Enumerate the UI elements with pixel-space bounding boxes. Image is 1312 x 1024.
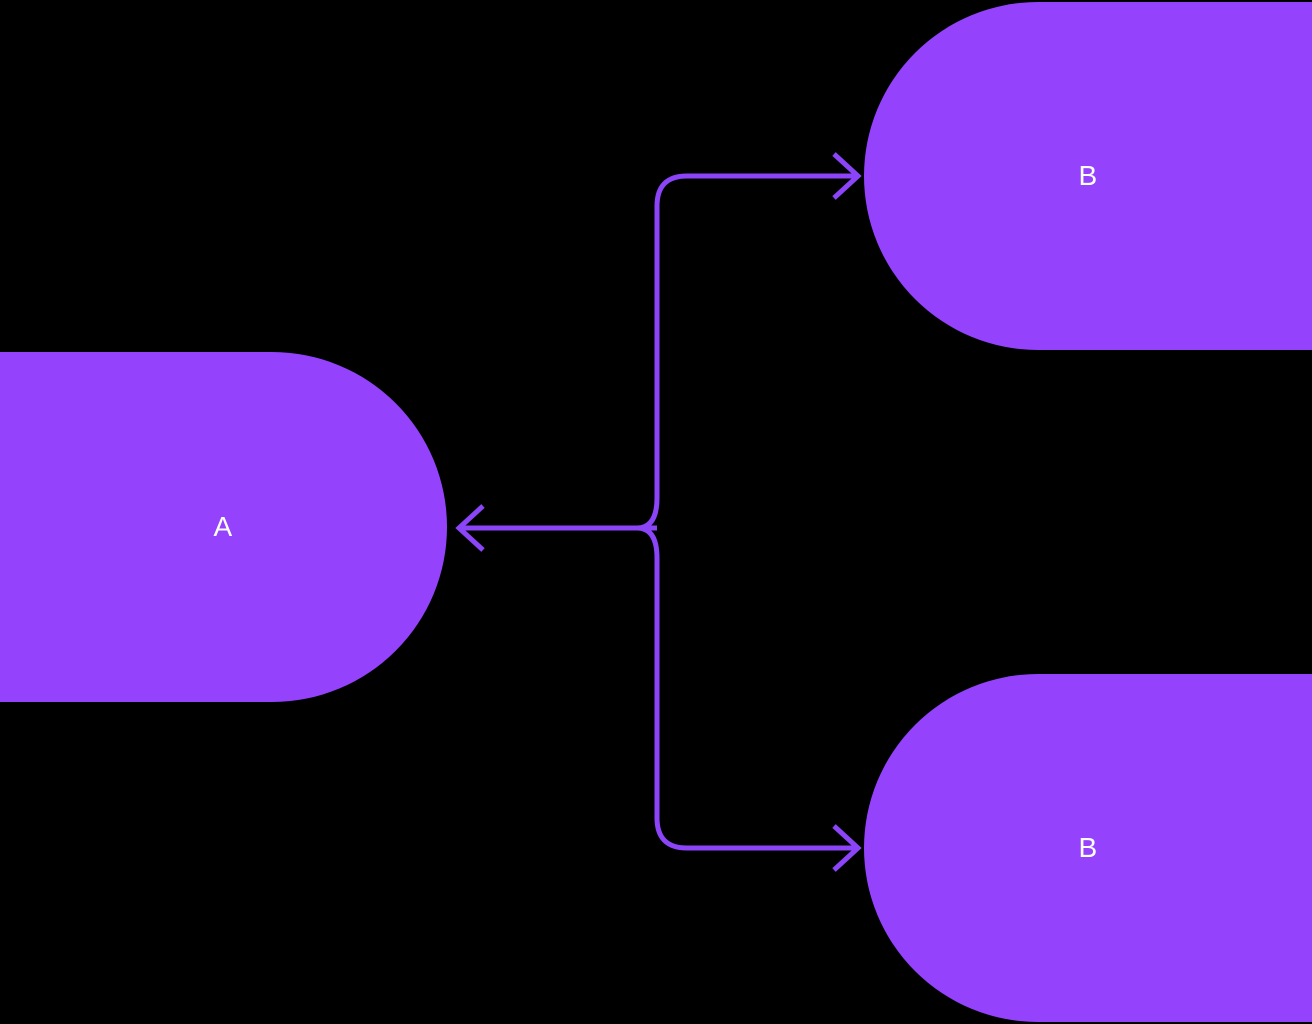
graph-node-b-bottom[interactable]: B (864, 674, 1312, 1022)
edge-to-node-b-top[interactable] (627, 152, 862, 531)
graph-node-b-top-label: B (1078, 160, 1098, 191)
edge-to-node-b-bottom-line (627, 525, 855, 851)
edge-to-node-b-top-arrowhead (832, 152, 862, 200)
edge-to-node-b-bottom-arrowhead (832, 824, 862, 872)
edge-to-node-b-top-line (627, 173, 855, 531)
graph-node-a[interactable]: A (0, 352, 447, 702)
edge-to-node-a[interactable] (455, 504, 657, 552)
edge-to-node-b-bottom[interactable] (627, 525, 862, 872)
graph-node-a-label: A (213, 511, 233, 542)
graph-node-b-top[interactable]: B (864, 2, 1312, 350)
edge-to-node-a-arrowhead (455, 504, 485, 552)
graph-node-b-bottom-label: B (1078, 832, 1098, 863)
